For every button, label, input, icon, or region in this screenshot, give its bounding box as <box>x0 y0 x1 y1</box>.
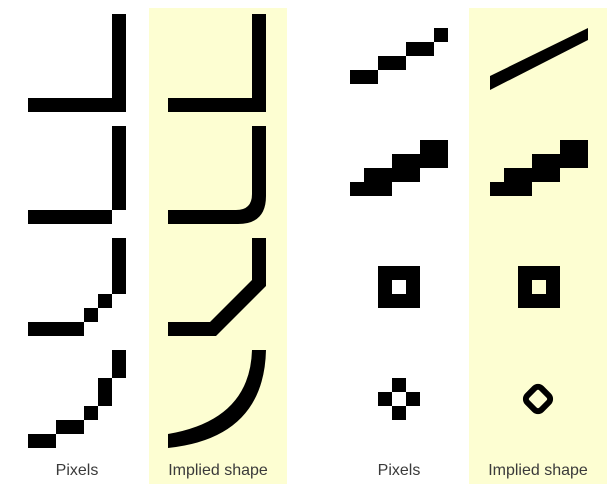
caption-pixels-right: Pixels <box>378 462 421 479</box>
caption-implied-right: Implied shape <box>488 462 588 479</box>
implied-small-diamond <box>522 383 554 415</box>
implied-panel-left <box>149 8 287 484</box>
pixels-hollow-square <box>378 266 420 308</box>
implied-curved-arc <box>168 350 266 448</box>
implied-right-angle <box>168 14 266 112</box>
pixels-rounded-corner <box>28 126 126 224</box>
implied-shallow-diagonal <box>490 28 588 90</box>
pixels-right-angle <box>28 14 126 112</box>
pixels-shallow-diagonal <box>350 28 448 84</box>
pixels-staircase <box>350 140 448 196</box>
caption-pixels-left: Pixels <box>56 462 99 479</box>
pixels-curved-arc <box>28 350 126 448</box>
implied-staircase <box>490 140 588 196</box>
pixels-chamfered-corner <box>28 238 126 336</box>
caption-implied-left: Implied shape <box>168 462 268 479</box>
implied-rounded-corner <box>168 126 266 224</box>
implied-chamfered-corner <box>168 238 266 336</box>
pixels-small-diamond <box>378 378 420 420</box>
implied-hollow-square <box>518 266 560 308</box>
